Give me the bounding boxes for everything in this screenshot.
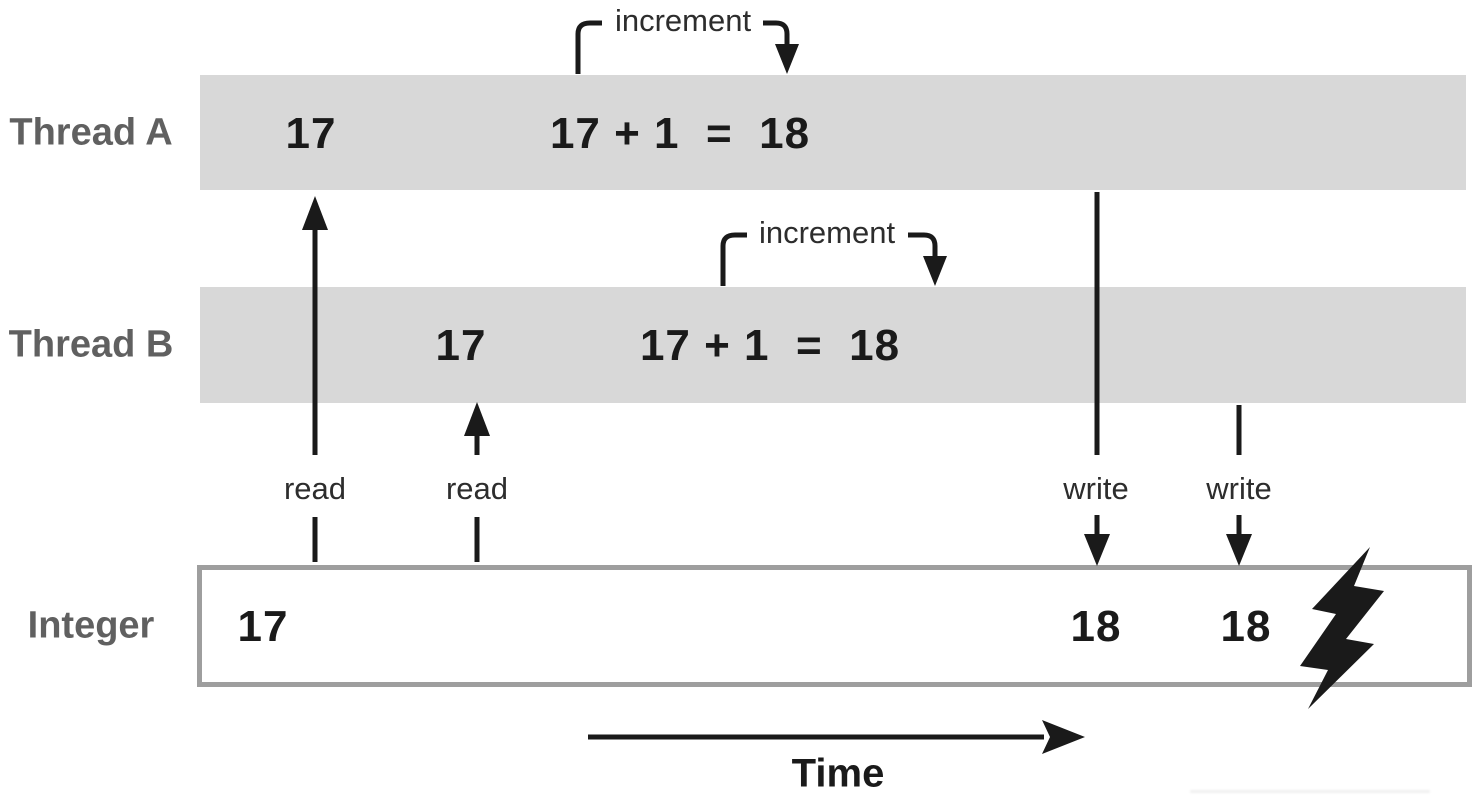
thread-b-equation: 17 + 1 = 18	[639, 321, 901, 370]
lightning-bolt-icon	[1300, 547, 1384, 709]
thread-a-label: Thread A	[9, 111, 173, 154]
thread-a-read-value: 17	[285, 109, 337, 158]
thread-b-bar	[200, 287, 1466, 403]
time-axis-arrow	[588, 720, 1085, 754]
increment-label-b: increment	[758, 215, 896, 250]
thread-b-read-value: 17	[435, 321, 487, 370]
time-axis-label: Time	[791, 751, 885, 796]
integer-box	[197, 565, 1472, 687]
read-label-a: read	[283, 471, 347, 506]
thread-a-bar	[200, 75, 1466, 190]
integer-value-initial: 17	[237, 602, 289, 651]
write-label-b: write	[1206, 471, 1272, 506]
integer-label: Integer	[27, 604, 155, 647]
thread-a-equation: 17 + 1 = 18	[549, 109, 811, 158]
increment-label-a: increment	[614, 3, 752, 38]
integer-value-after-write-b: 18	[1220, 602, 1272, 651]
thread-b-label: Thread B	[8, 323, 174, 366]
faint-watermark-smudge	[1190, 790, 1430, 793]
write-label-a: write	[1063, 471, 1129, 506]
read-label-b: read	[445, 471, 509, 506]
integer-value-after-write-a: 18	[1070, 602, 1122, 651]
